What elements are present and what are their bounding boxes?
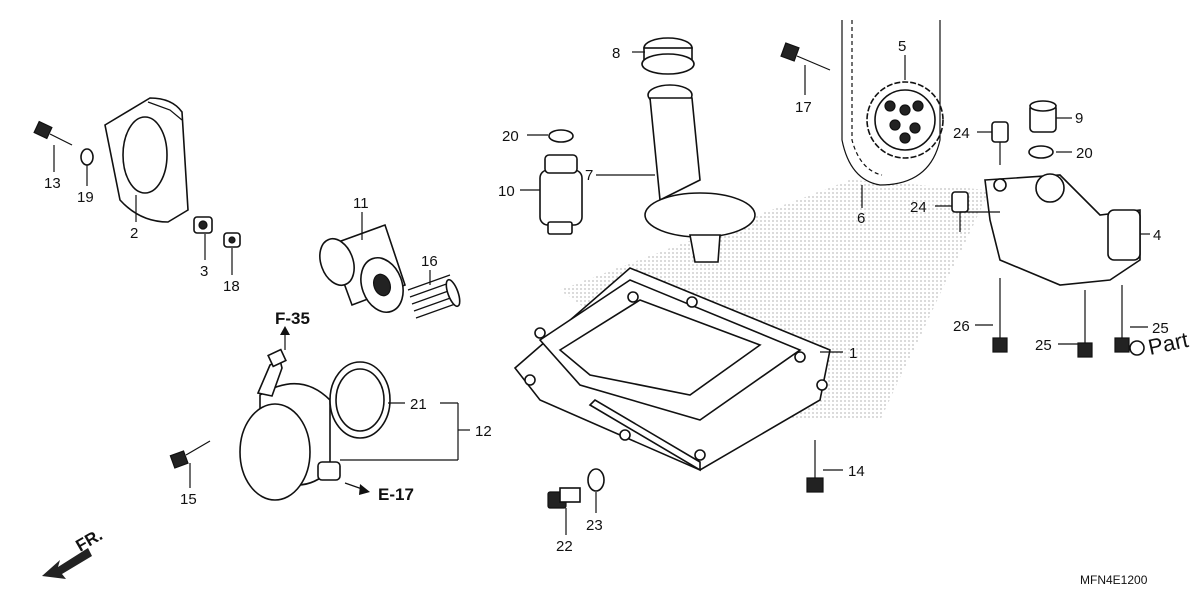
oil-cooler (239, 348, 341, 501)
label-5: 5 (898, 38, 906, 55)
bolt-18 (223, 232, 241, 248)
label-26: 26 (953, 318, 970, 335)
bolt-25-right (1114, 285, 1130, 353)
oil-pressure-switch (539, 154, 583, 235)
label-16: 16 (421, 253, 438, 270)
collar-9 (1029, 100, 1057, 133)
bolt-14 (806, 440, 824, 493)
label-1: 1 (849, 345, 857, 362)
diagram-code: MFN4E1200 (1080, 573, 1148, 587)
label-6: 6 (857, 210, 865, 227)
bolt-17 (780, 42, 831, 71)
bolt-15 (169, 440, 211, 469)
reference-e17: E-17 (378, 485, 414, 504)
label-20-right: 20 (1076, 145, 1093, 162)
label-10: 10 (498, 183, 515, 200)
oil-pump (984, 173, 1141, 286)
label-24-upper: 24 (953, 125, 970, 142)
label-17: 17 (795, 99, 812, 116)
reference-arrows (280, 326, 370, 495)
bolt-13 (33, 120, 73, 146)
bolt-3 (193, 216, 213, 234)
oil-filter (319, 223, 407, 313)
o-ring-21 (329, 361, 391, 439)
label-15: 15 (180, 491, 197, 508)
leader-lines (53, 51, 1150, 535)
label-22: 22 (556, 538, 573, 555)
oil-filter-cover (104, 97, 189, 223)
label-11: 11 (353, 195, 369, 212)
dowel-24-upper (991, 121, 1009, 143)
label-3: 3 (200, 263, 208, 280)
bolt-26 (992, 278, 1008, 353)
bolt-25-left (1077, 290, 1093, 358)
label-13: 13 (44, 175, 61, 192)
label-4: 4 (1153, 227, 1161, 244)
label-8: 8 (612, 45, 620, 62)
label-19: 19 (77, 189, 94, 206)
label-24-lower: 24 (910, 199, 927, 216)
oil-filler-cap (641, 37, 695, 75)
label-25-right: 25 (1152, 320, 1169, 337)
part-marker (1129, 340, 1145, 356)
part-labels: 1 2 3 4 5 6 7 8 9 10 11 12 13 14 15 16 1… (44, 38, 1169, 555)
oil-strainer (644, 84, 756, 263)
oil-pan (513, 267, 831, 472)
label-23: 23 (586, 517, 603, 534)
label-25-left: 25 (1035, 337, 1052, 354)
washer-23 (587, 468, 605, 492)
drive-chain (841, 20, 941, 186)
label-2: 2 (130, 225, 138, 242)
label-9: 9 (1075, 110, 1083, 127)
o-ring-20-right (1028, 145, 1054, 159)
label-21: 21 (410, 396, 427, 413)
sprocket (866, 81, 944, 159)
label-14: 14 (848, 463, 865, 480)
drain-bolt (547, 487, 581, 509)
label-20-left: 20 (502, 128, 519, 145)
washer-19 (80, 148, 94, 166)
label-18: 18 (223, 278, 240, 295)
label-7: 7 (585, 167, 593, 184)
dowel-24-lower (951, 191, 969, 213)
label-12: 12 (475, 423, 492, 440)
front-label: FR. (73, 525, 106, 555)
relief-spring (407, 274, 461, 319)
reference-f35: F-35 (275, 309, 310, 328)
o-ring-20-left (548, 129, 574, 143)
front-arrow-icon (42, 548, 92, 579)
